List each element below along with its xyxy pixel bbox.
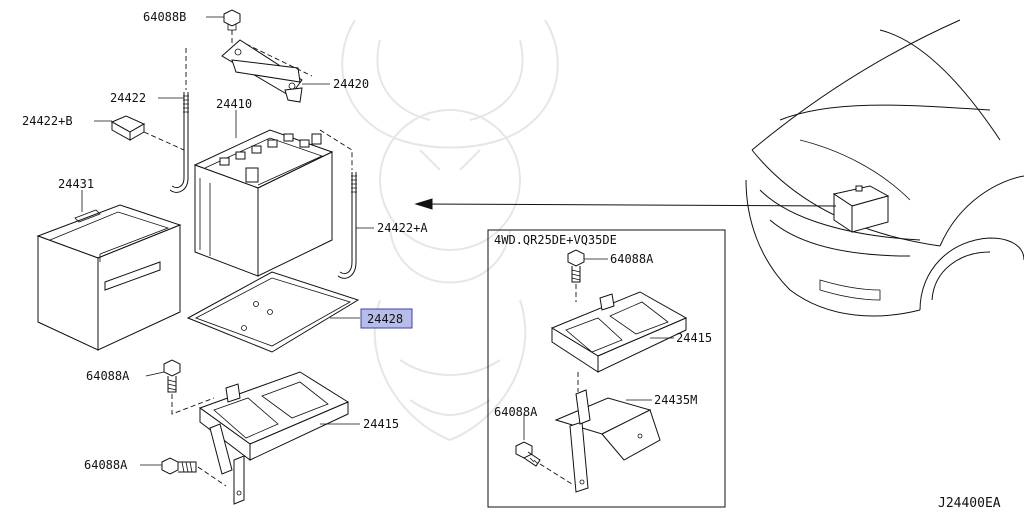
callout-64088b: 64088B (143, 10, 186, 24)
watermark-emblem (341, 19, 559, 442)
battery-location-marker (832, 185, 890, 233)
battery-cells (219, 133, 310, 166)
callout-24415: 24415 (363, 417, 399, 431)
clamp-b (110, 115, 146, 141)
bolt-64088a-mid (163, 359, 181, 393)
callout-24420: 24420 (333, 77, 369, 91)
inset-title: 4WD.QR25DE+VQ35DE (494, 233, 617, 247)
inset-bolt-top (567, 249, 585, 283)
callout-24422-a: 24422+A (377, 221, 428, 235)
leader-lines (81, 16, 674, 466)
inset-bolt-bottom (515, 441, 541, 467)
diagram-code: J24400EA (938, 496, 1001, 511)
bolt-64088b (223, 9, 241, 31)
battery-clamp (221, 39, 303, 103)
battery-tray (198, 371, 350, 505)
inset-callout-64088a-top: 64088A (610, 252, 654, 266)
bolt-64088a-bottom (161, 457, 197, 475)
callout-64088a-bottom: 64088A (84, 458, 128, 472)
callout-24422: 24422 (110, 91, 146, 105)
callout-24410: 24410 (216, 97, 252, 111)
callout-24431: 24431 (58, 177, 94, 191)
callout-24428-highlight[interactable] (360, 308, 413, 329)
callout-24428[interactable]: 24428 (367, 312, 403, 326)
battery (193, 129, 334, 277)
location-arrow (414, 198, 837, 210)
inset-box (487, 229, 726, 508)
inset-bracket (554, 389, 661, 493)
rod-left (169, 92, 189, 193)
battery-case (36, 204, 182, 351)
inset-callout-24435m: 24435M (654, 393, 697, 407)
inset-tray (550, 291, 688, 373)
inset-callout-64088a-bottom: 64088A (494, 405, 538, 419)
rod-right (337, 172, 357, 279)
vehicle-front-view (745, 19, 1024, 317)
callout-64088a-mid: 64088A (86, 369, 130, 383)
callout-24422-b: 24422+B (22, 114, 73, 128)
battery-mat (186, 271, 360, 353)
inset-callout-24415: 24415 (676, 331, 712, 345)
